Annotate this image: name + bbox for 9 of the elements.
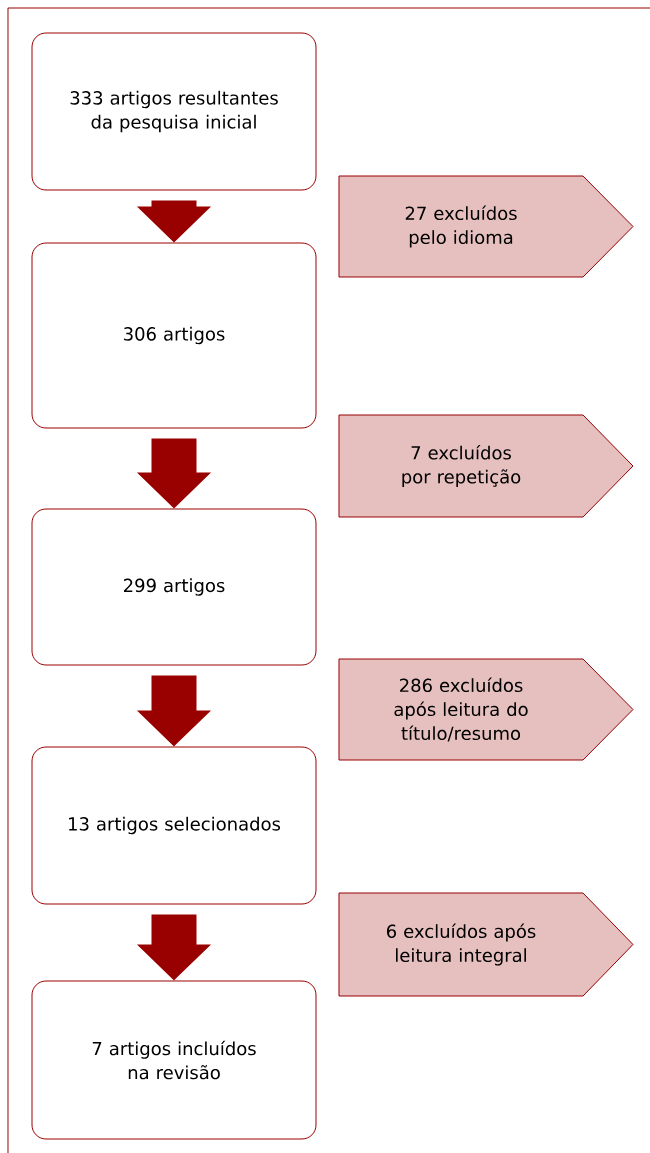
process-box: 306 artigos	[31, 242, 317, 429]
exclusion-arrow-box: 27 excluídos pelo idioma	[338, 175, 634, 278]
exclusion-arrow-box: 6 excluídos após leitura integral	[338, 892, 634, 997]
exclusion-arrow-box: 7 excluídos por repetição	[338, 414, 634, 518]
process-box: 299 artigos	[31, 508, 317, 666]
process-box: 333 artigos resultantes da pesquisa inicial	[31, 32, 317, 191]
process-box: 13 artigos selecionados	[31, 746, 317, 905]
exclusion-arrow-box: 286 excluídos após leitura do título/resumo	[338, 658, 634, 761]
process-box: 7 artigos incluídos na revisão	[31, 980, 317, 1140]
